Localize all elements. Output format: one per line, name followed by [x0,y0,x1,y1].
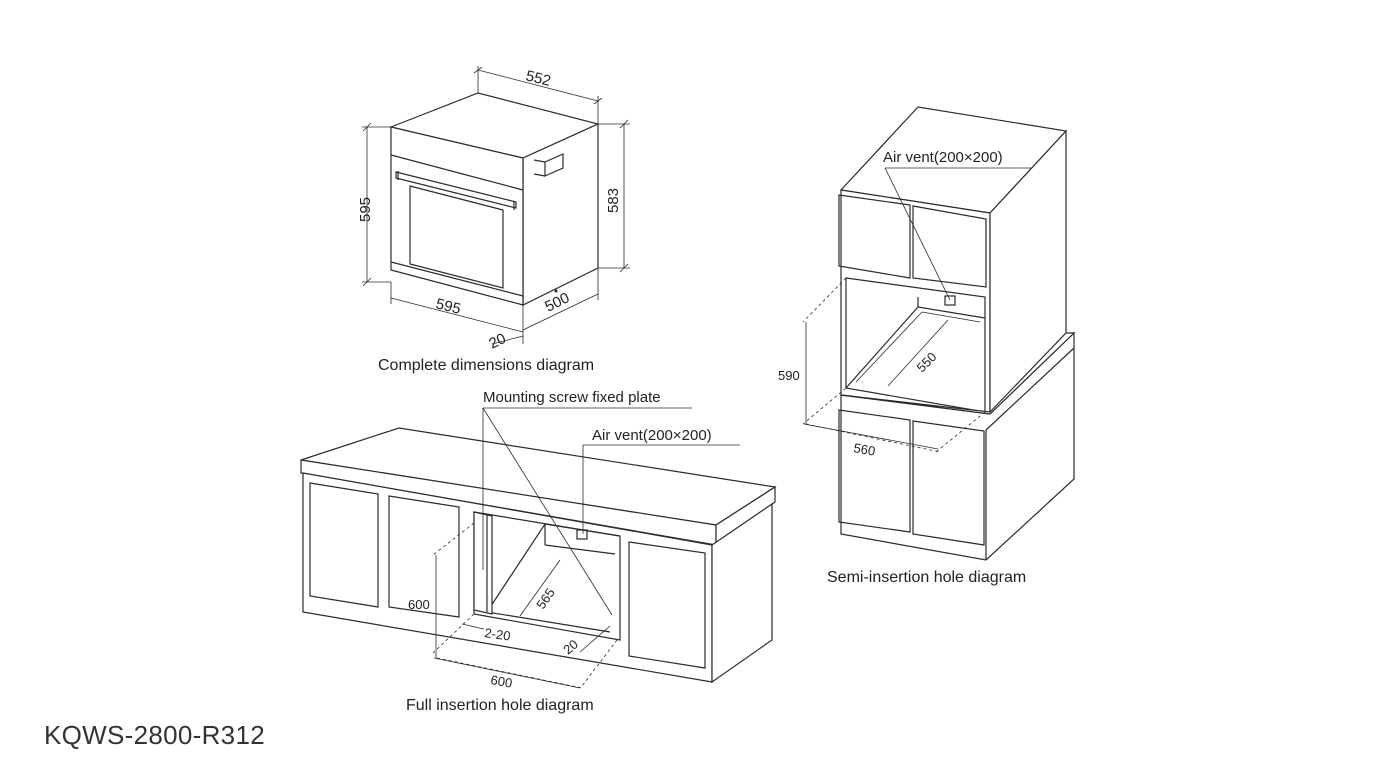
dim-full-height: 600 [408,597,430,612]
dim-width-bottom: 595 [434,295,462,318]
dim-door-offset: 20 [486,330,508,353]
dim-full-gap: 2-20 [484,625,512,643]
caption-complete: Complete dimensions diagram [378,357,594,374]
semi-cabinet-drawing [802,106,1076,561]
dim-height-right: 583 [605,188,622,213]
full-cabinet-drawing [300,407,777,689]
dim-semi-height: 590 [778,368,800,383]
dim-full-width: 600 [489,672,513,691]
semi-air-vent-label: Air vent(200×200) [883,149,1003,166]
dim-height-left: 595 [357,197,374,222]
model-number: KQWS-2800-R312 [44,720,265,750]
full-air-vent-label: Air vent(200×200) [592,427,712,444]
caption-full: Full insertion hole diagram [406,697,594,714]
caption-semi: Semi-insertion hole diagram [827,569,1026,586]
dim-semi-width: 560 [852,440,876,459]
oven-drawing [362,66,630,345]
dim-depth-top: 552 [524,67,552,90]
full-mounting-label: Mounting screw fixed plate [483,389,661,406]
